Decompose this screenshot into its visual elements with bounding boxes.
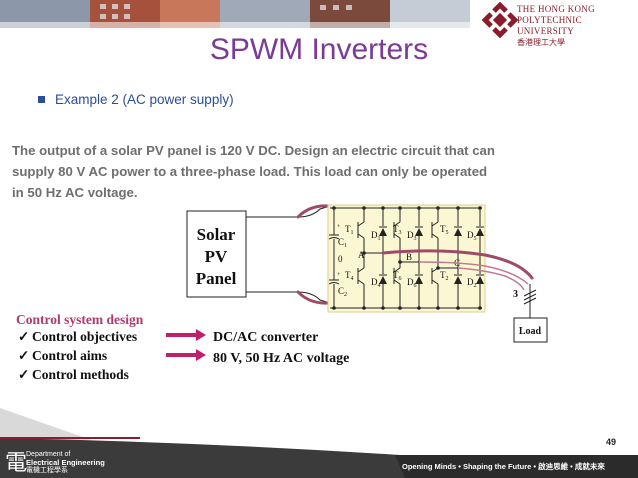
paragraph-line: The output of a solar PV panel is 120 V … — [12, 143, 495, 158]
problem-paragraph: The output of a solar PV panel is 120 V … — [12, 140, 612, 203]
department-name: Department of Electrical Engineering 電機工… — [26, 451, 105, 475]
control-item: ✓Control objectives — [18, 329, 137, 345]
panel-label: Panel — [196, 269, 237, 288]
svg-text:+: + — [337, 272, 341, 278]
phase-output-cable — [381, 249, 534, 280]
bullet-text: Example 2 (AC power supply) — [55, 92, 234, 107]
d3-label: D3 — [407, 230, 417, 242]
d4-label: D4 — [371, 277, 381, 289]
square-bullet-icon — [38, 96, 45, 103]
phase-count-label: 3 — [513, 289, 518, 300]
paragraph-line: supply 80 V AC power to a three-phase lo… — [12, 164, 488, 179]
midpoint-zero-label: 0 — [338, 254, 343, 264]
t2-label: T2 — [440, 270, 449, 282]
c2-label: C2 — [338, 286, 347, 298]
control-item-label: Control objectives — [32, 329, 138, 344]
check-icon: ✓ — [18, 348, 30, 363]
footer-band — [0, 400, 638, 478]
control-heading: Control system design — [16, 312, 144, 327]
control-item: ✓Control aims — [18, 348, 107, 364]
d6-label: D6 — [407, 277, 417, 289]
check-icon: ✓ — [18, 329, 30, 344]
inverter-box — [327, 204, 486, 313]
university-name: THE HONG KONG POLYTECHNIC UNIVERSITY 香港理… — [517, 4, 638, 48]
phase-output-cable — [418, 261, 529, 285]
department-logo-icon: 電 — [5, 450, 28, 475]
t6-label: T6 — [393, 270, 402, 282]
answer-objective: DC/AC converter — [213, 330, 319, 345]
c1-label: C1 — [338, 237, 347, 249]
node-b-label: B — [406, 252, 412, 262]
paragraph-line: in 50 Hz AC voltage. — [12, 185, 138, 200]
node-a-label: A — [358, 250, 365, 260]
check-icon: ✓ — [18, 367, 30, 382]
pv-label: PV — [205, 247, 228, 266]
university-line-2: POLYTECHNIC UNIVERSITY — [517, 15, 582, 36]
banner-image — [0, 0, 470, 28]
bullet-item: Example 2 (AC power supply) — [38, 92, 234, 107]
arrow-icon — [166, 329, 206, 341]
dc-negative-cable — [296, 290, 330, 305]
arrow-icon — [166, 349, 206, 361]
university-line-1: THE HONG KONG — [517, 4, 595, 14]
load-label: Load — [519, 326, 542, 337]
university-logo-icon — [481, 2, 519, 39]
dept-line-1: Department of — [26, 451, 71, 458]
control-item: ✓Control methods — [18, 367, 129, 383]
footer-slogan: Opening Minds • Shaping the Future • 啟迪思… — [402, 462, 605, 471]
t5-label: T5 — [440, 224, 449, 236]
t3-label: T3 — [393, 224, 402, 236]
svg-text:+: + — [337, 224, 341, 230]
page-number: 49 — [606, 437, 617, 447]
dept-line-2: Electrical Engineering — [26, 458, 105, 467]
control-item-label: Control aims — [32, 348, 108, 363]
answer-aims: 80 V, 50 Hz AC voltage — [213, 351, 350, 366]
d2-label: D2 — [467, 277, 477, 289]
load-box — [513, 317, 548, 343]
t1-label: T1 — [345, 224, 354, 236]
dept-line-3: 電機工程學系 — [26, 467, 68, 474]
slide-title: SPWM Inverters — [209, 33, 429, 66]
solar-pv-panel-box — [186, 210, 247, 298]
control-item-label: Control methods — [32, 367, 129, 382]
phase-output-cable — [457, 267, 525, 291]
d5-label: D5 — [467, 230, 477, 242]
dc-positive-cable — [296, 204, 330, 219]
university-line-3: 香港理工大學 — [517, 38, 565, 47]
d1-label: D1 — [371, 230, 381, 242]
solar-label: Solar — [197, 225, 236, 244]
t4-label: T4 — [345, 270, 354, 282]
